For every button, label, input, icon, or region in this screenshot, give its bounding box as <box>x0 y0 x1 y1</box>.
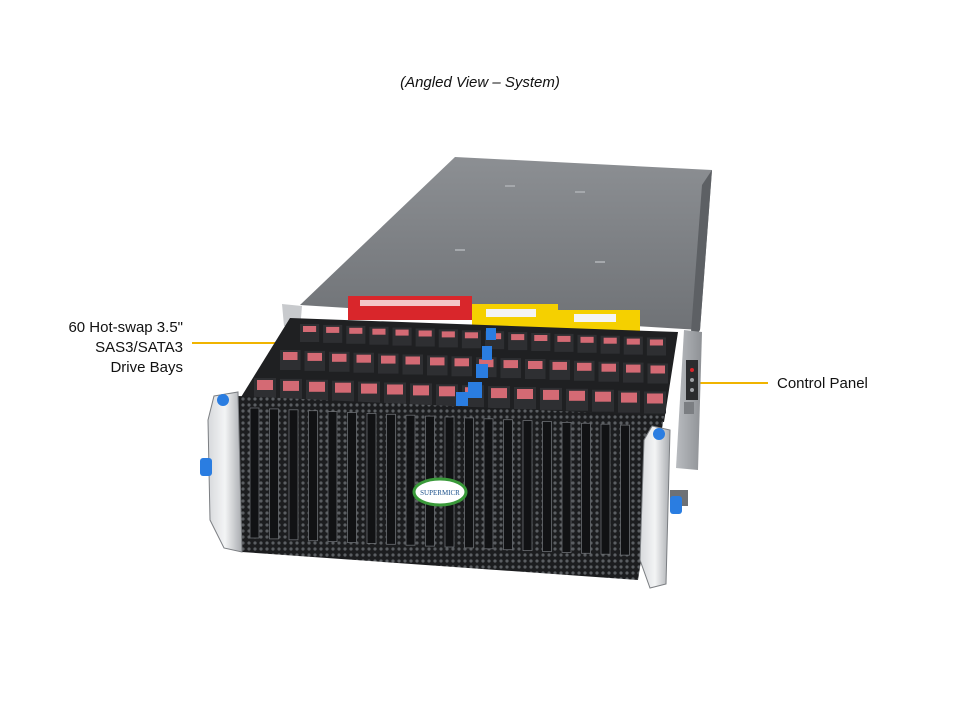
drive-latch <box>332 353 347 362</box>
drive-latch <box>491 388 507 399</box>
drive-latch <box>405 356 420 365</box>
drive-latch <box>307 352 322 361</box>
figure-caption: (Angled View – System) <box>400 74 560 91</box>
drive-latch <box>439 386 455 397</box>
control-panel-callout: Control Panel <box>777 375 868 392</box>
drive-latch <box>650 365 665 374</box>
drive-latch <box>387 384 403 395</box>
drive-latch <box>647 393 663 404</box>
drive-latch <box>395 329 409 336</box>
drive-latch <box>361 383 377 394</box>
grille-slot <box>620 424 630 556</box>
drive-latch <box>603 337 617 344</box>
grille-slot <box>288 409 299 541</box>
drive-latch <box>349 327 363 334</box>
grille-slot <box>405 414 416 546</box>
drive-latch <box>257 380 273 390</box>
drive-latch <box>326 326 340 333</box>
drive-latch <box>595 391 611 402</box>
drive-latch <box>479 359 494 368</box>
drive-latch <box>381 355 396 364</box>
grille-slot <box>503 419 513 551</box>
drive-latch <box>413 385 429 396</box>
drive-latch <box>528 361 543 369</box>
drive-latch <box>309 381 325 392</box>
grille-slot <box>600 423 611 555</box>
grille-slot <box>581 422 591 554</box>
drive-latch <box>372 328 386 335</box>
drive-latch <box>454 358 469 367</box>
drive-latches <box>254 324 668 414</box>
grille-slot <box>386 413 396 545</box>
grille-slot <box>327 411 338 543</box>
grille-slot <box>464 417 474 549</box>
drive-latch <box>283 352 298 360</box>
grille-slot <box>542 421 552 552</box>
drive-bays-callout: 60 Hot-swap 3.5" SAS3/SATA3 Drive Bays <box>68 318 183 378</box>
drive-latch <box>503 360 518 369</box>
grille-slot <box>561 421 572 553</box>
drive-latch <box>577 362 592 371</box>
drive-bays-callout-line-2: SAS3/SATA3 <box>95 339 183 356</box>
drive-latch <box>621 392 637 403</box>
chassis-right-side <box>690 170 712 345</box>
grille-slot <box>483 418 494 550</box>
drive-bays-callout-line-3: Drive Bays <box>110 359 183 376</box>
drive-latch <box>430 357 445 366</box>
drive-latch <box>418 330 432 337</box>
drive-latch <box>626 338 640 345</box>
drive-latch <box>517 389 533 399</box>
right-handle <box>639 425 682 589</box>
drive-latch <box>511 334 525 341</box>
drive-latch <box>335 382 351 393</box>
drive-bays-leader-line <box>192 342 282 344</box>
drive-latch <box>626 364 641 373</box>
drive-latch <box>601 363 616 372</box>
drive-latch <box>569 390 585 401</box>
brand-badge-text: SUPERMICR <box>420 489 460 497</box>
control-panel-leader-line <box>700 382 768 384</box>
supermicro-badge: SUPERMICR <box>412 477 468 507</box>
drive-latch <box>464 332 478 339</box>
grille-slot <box>522 420 533 552</box>
drive-latch <box>441 331 455 338</box>
grille-slot <box>366 412 377 544</box>
drive-latch <box>580 336 594 343</box>
drive-bays-callout-line-1: 60 Hot-swap 3.5" <box>68 319 183 336</box>
drive-latch <box>543 389 559 400</box>
drive-latch <box>356 354 371 363</box>
chassis-top-cover <box>300 157 712 330</box>
drive-latch <box>649 339 663 346</box>
drive-latch <box>552 361 567 370</box>
center-blue-clips <box>456 328 496 406</box>
warning-labels <box>348 296 640 332</box>
grille-slot <box>249 407 260 539</box>
grille-slot <box>308 410 318 542</box>
drive-latch <box>534 335 548 341</box>
left-handle <box>200 391 243 553</box>
grille-slot <box>269 408 279 540</box>
drive-latch <box>557 335 571 342</box>
drive-latch <box>303 326 317 332</box>
grille-slot <box>347 412 357 543</box>
drive-latch <box>283 380 299 391</box>
